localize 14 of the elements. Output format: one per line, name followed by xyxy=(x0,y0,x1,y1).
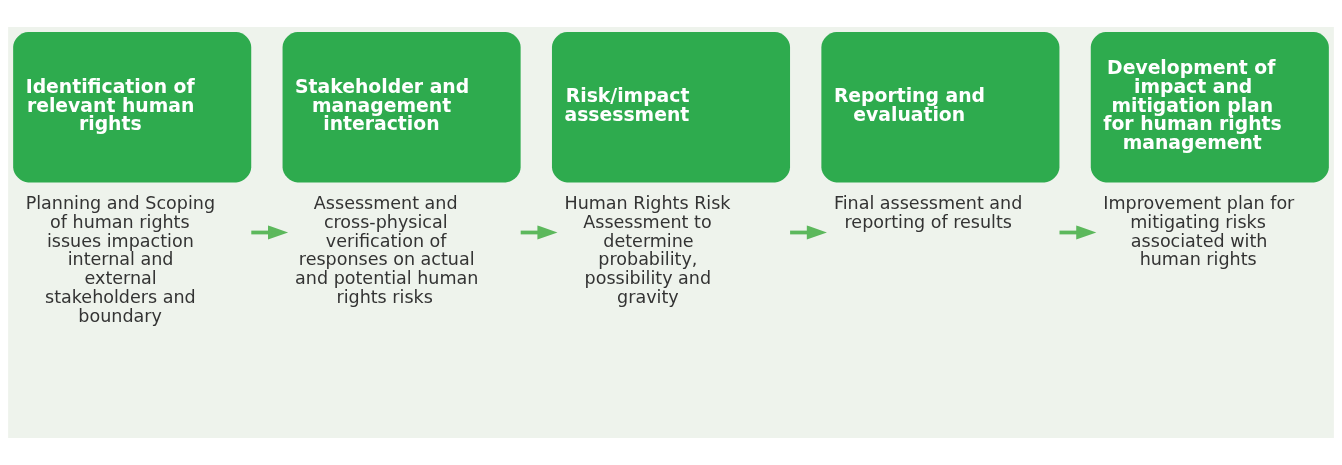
arrow xyxy=(251,225,289,240)
arrow xyxy=(520,225,558,240)
node-label: Final assessment and reporting of results xyxy=(833,192,1023,232)
arrow xyxy=(1059,225,1097,240)
node-box: Stakeholder and management interaction xyxy=(282,32,521,183)
node-label: Human Rights Risk Assessment to determine probability, possibility and gravity xyxy=(564,192,731,307)
node-label: Planning and Scoping of human rights issues impaction internal and external stakeholders and boundary xyxy=(25,192,216,326)
node-box: Risk/impact assessment xyxy=(551,32,791,183)
node-box: Development of impact and mitigation plan for human rights management xyxy=(1090,32,1329,183)
arrow xyxy=(790,225,827,240)
node-label: Assessment and cross-physical verification of responses on actual and potential human rights risks xyxy=(295,192,479,307)
node-label: Improvement plan for mitigating risks associated with human rights xyxy=(1103,192,1295,270)
node-box: Reporting and evaluation xyxy=(821,32,1060,183)
node-box: Identification of relevant human rights xyxy=(13,32,252,183)
